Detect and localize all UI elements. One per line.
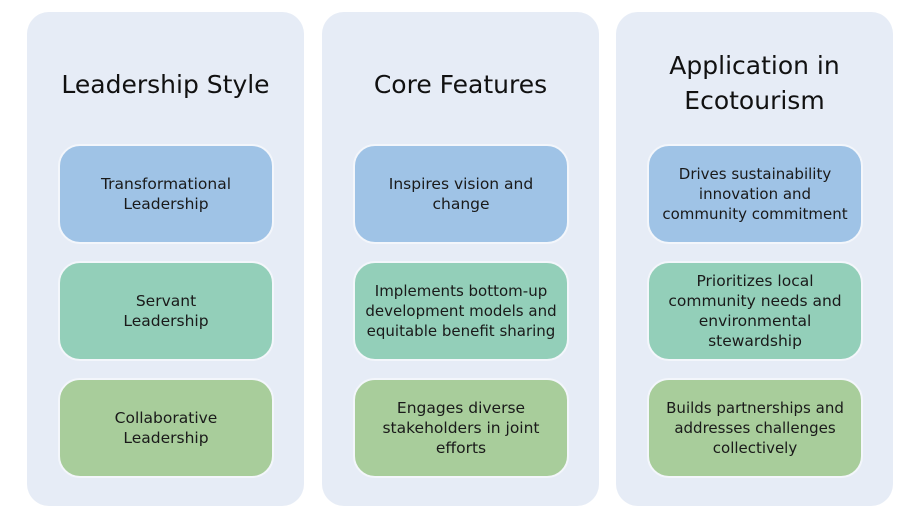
column-leadership-style: Leadership Style Transformational Leader…	[27, 12, 304, 506]
box-transformational-leadership: Transformational Leadership	[58, 144, 274, 244]
box-collaborative-leadership: Collaborative Leadership	[58, 378, 274, 478]
column-application-ecotourism: Application in Ecotourism Drives sustain…	[616, 12, 893, 506]
box-engages-stakeholders: Engages diverse stakeholders in joint ef…	[353, 378, 569, 478]
column-title: Application in Ecotourism	[669, 51, 840, 115]
box-label: Engages diverse stakeholders in joint ef…	[382, 399, 540, 457]
box-label: Collaborative Leadership	[114, 409, 218, 447]
box-bottom-up-development: Implements bottom-up development models …	[353, 261, 569, 361]
box-inspires-vision: Inspires vision and change	[353, 144, 569, 244]
box-label: Implements bottom-up development models …	[365, 282, 557, 340]
column-title: Leadership Style	[61, 70, 270, 99]
box-prioritizes-community: Prioritizes local community needs and en…	[647, 261, 863, 361]
column-core-features: Core Features Inspires vision and change…	[322, 12, 599, 506]
box-label: Builds partnerships and addresses challe…	[666, 399, 844, 457]
box-label: Inspires vision and change	[388, 175, 534, 213]
box-builds-partnerships: Builds partnerships and addresses challe…	[647, 378, 863, 478]
box-label: Transformational Leadership	[100, 175, 232, 213]
box-label: Prioritizes local community needs and en…	[668, 272, 842, 350]
box-label: Servant Leadership	[123, 292, 209, 330]
column-title: Core Features	[373, 70, 548, 99]
box-servant-leadership: Servant Leadership	[58, 261, 274, 361]
box-label: Drives sustainability innovation and com…	[662, 165, 848, 223]
box-drives-sustainability: Drives sustainability innovation and com…	[647, 144, 863, 244]
